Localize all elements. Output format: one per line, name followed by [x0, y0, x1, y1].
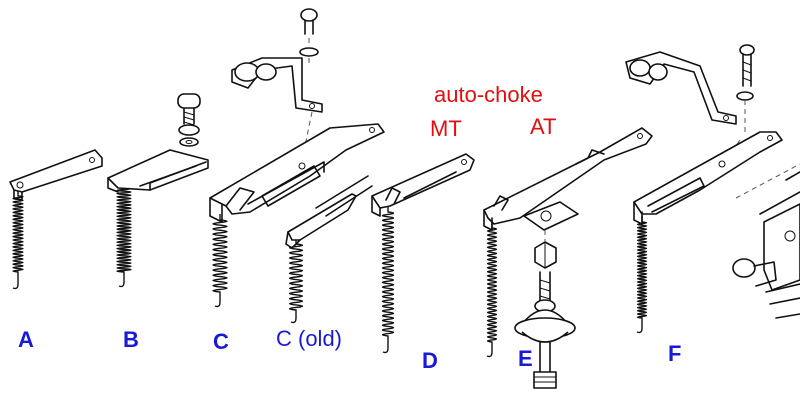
spring-b — [116, 182, 132, 288]
bracket-c-old — [285, 175, 373, 249]
spring-a — [12, 190, 24, 290]
bracket-c — [209, 123, 385, 223]
label-c-old: C (old) — [276, 326, 343, 351]
bracket-d — [371, 153, 475, 217]
spring-d — [381, 206, 395, 354]
bracket-a — [9, 149, 103, 201]
clamp-c — [231, 57, 323, 113]
bracket-e — [483, 127, 653, 231]
spring-e — [486, 222, 498, 358]
nut-e — [534, 230, 557, 269]
label-c: C — [213, 329, 229, 354]
label-f: F — [668, 341, 682, 366]
label-a: A — [18, 327, 34, 352]
return-springs — [12, 182, 648, 358]
label-d: D — [422, 348, 438, 373]
bracket-b — [107, 149, 209, 193]
screw-c — [299, 8, 319, 171]
diaphragm-actuator-e — [514, 271, 576, 389]
label-mt: MT — [430, 116, 462, 141]
screw-b — [177, 93, 201, 147]
carburetor-partial — [732, 163, 800, 319]
label-at: AT — [530, 114, 557, 139]
bracket-f — [633, 131, 783, 225]
label-b: B — [123, 327, 139, 352]
spring-c — [212, 214, 228, 308]
clamp-f — [625, 51, 737, 125]
label-e: E — [518, 346, 533, 371]
spring-c-old — [288, 238, 304, 324]
spring-f — [636, 216, 648, 334]
label-auto-choke: auto-choke — [434, 82, 543, 107]
